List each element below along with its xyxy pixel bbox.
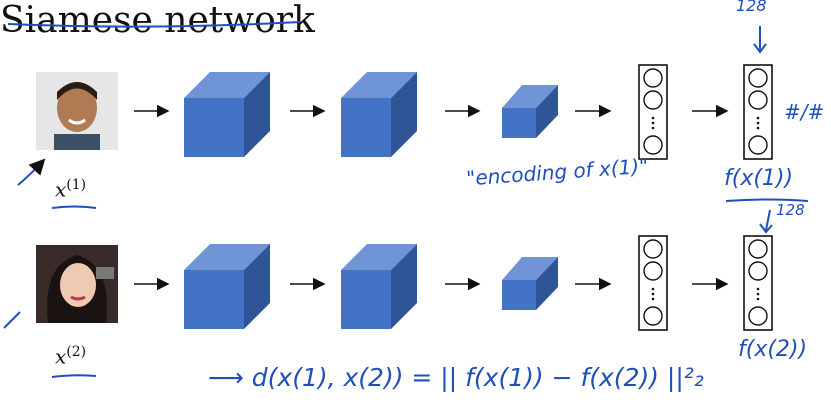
input-label-2-var: x [55, 344, 67, 369]
fc-layer-2-2 [743, 235, 773, 331]
fc-layer-1-2 [743, 64, 773, 160]
face-photo-2 [36, 245, 118, 323]
input-label-2: x(2) [55, 344, 86, 369]
title-underline [7, 21, 301, 28]
conv-cube-2-2 [341, 244, 417, 329]
fc-layer-1-1 [638, 64, 668, 160]
x2-underline [51, 374, 97, 378]
input-label-1: x(1) [55, 177, 86, 202]
page-title: Siamese network [0, 0, 315, 41]
face-photo-1 [36, 72, 118, 150]
scribble-mark: #/# [784, 100, 825, 124]
dim-arrow-mid [765, 209, 771, 231]
conv-cube-1-2 [341, 72, 417, 157]
f-x2-label: f(x(2)) [738, 337, 808, 362]
input-label-2-sup: (2) [66, 344, 87, 360]
input-label-1-var: x [55, 177, 67, 202]
distance-formula: ⟶ d(x(1), x(2)) = || f(x(1)) − f(x(2)) |… [208, 363, 704, 392]
hand-arrow-2 [3, 311, 21, 329]
input-label-1-sup: (1) [66, 177, 87, 193]
conv-cube-1-3 [502, 85, 558, 138]
conv-cube-2-3 [502, 257, 558, 310]
f-x1-label: f(x(1)) [724, 166, 794, 191]
fc-layer-2-1 [638, 235, 668, 331]
x1-underline [51, 205, 97, 209]
fx1-underline [725, 198, 809, 202]
conv-cube-1-1 [184, 72, 270, 157]
conv-cube-2-1 [184, 244, 270, 329]
hand-arrow-1 [17, 158, 46, 186]
dim-label-mid: 128 [776, 201, 805, 219]
dim-label-top: 128 [736, 0, 767, 15]
